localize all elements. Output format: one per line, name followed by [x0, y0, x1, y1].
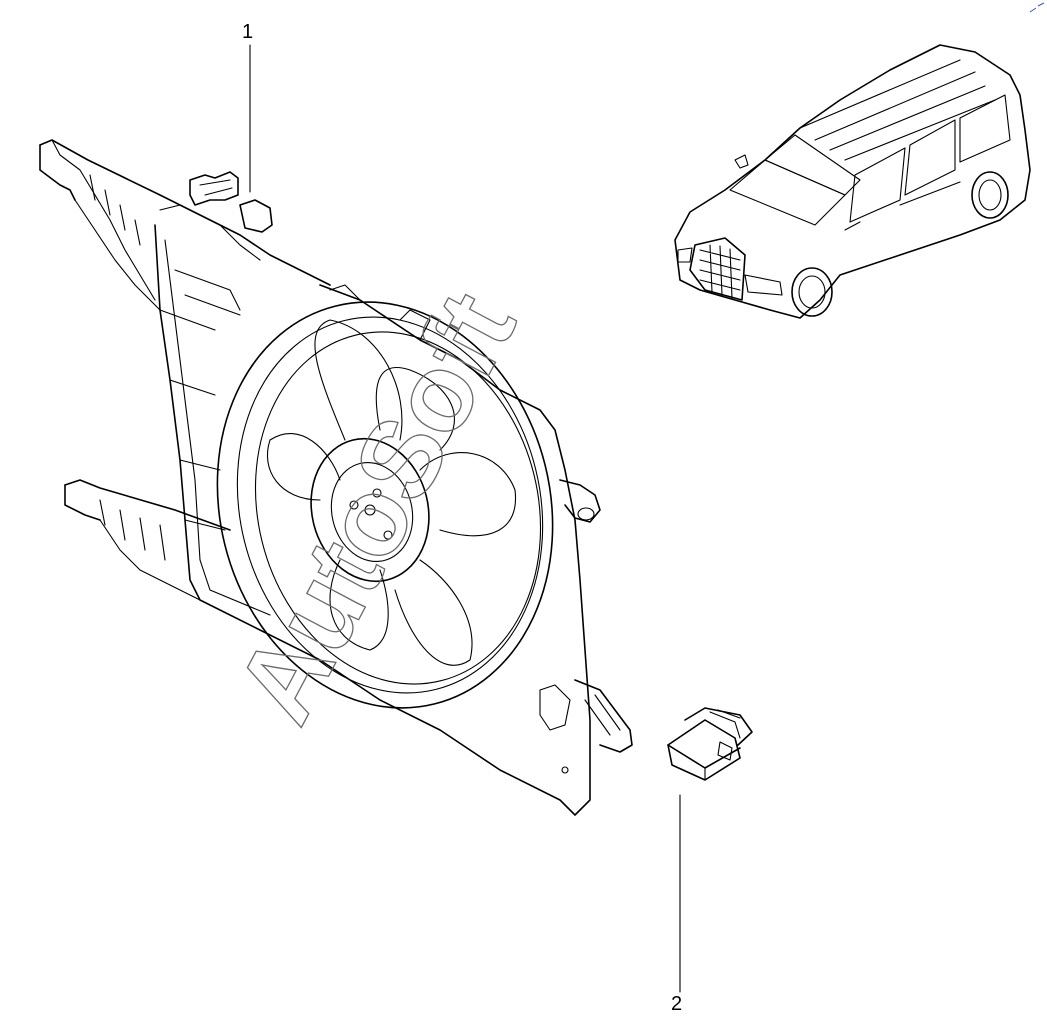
vehicle-thumbnail: [674, 44, 1031, 319]
svg-text:AutoSoft: AutoSoft: [213, 274, 540, 742]
callout-number-1: 1: [242, 21, 254, 43]
callout-number-2: 2: [671, 993, 683, 1015]
corner-mark: [1029, 2, 1045, 13]
fan-resistor-module[interactable]: [667, 707, 753, 781]
watermark-logo: AutoSoft: [212, 273, 540, 742]
cooling-fan-assembly[interactable]: [39, 139, 633, 816]
